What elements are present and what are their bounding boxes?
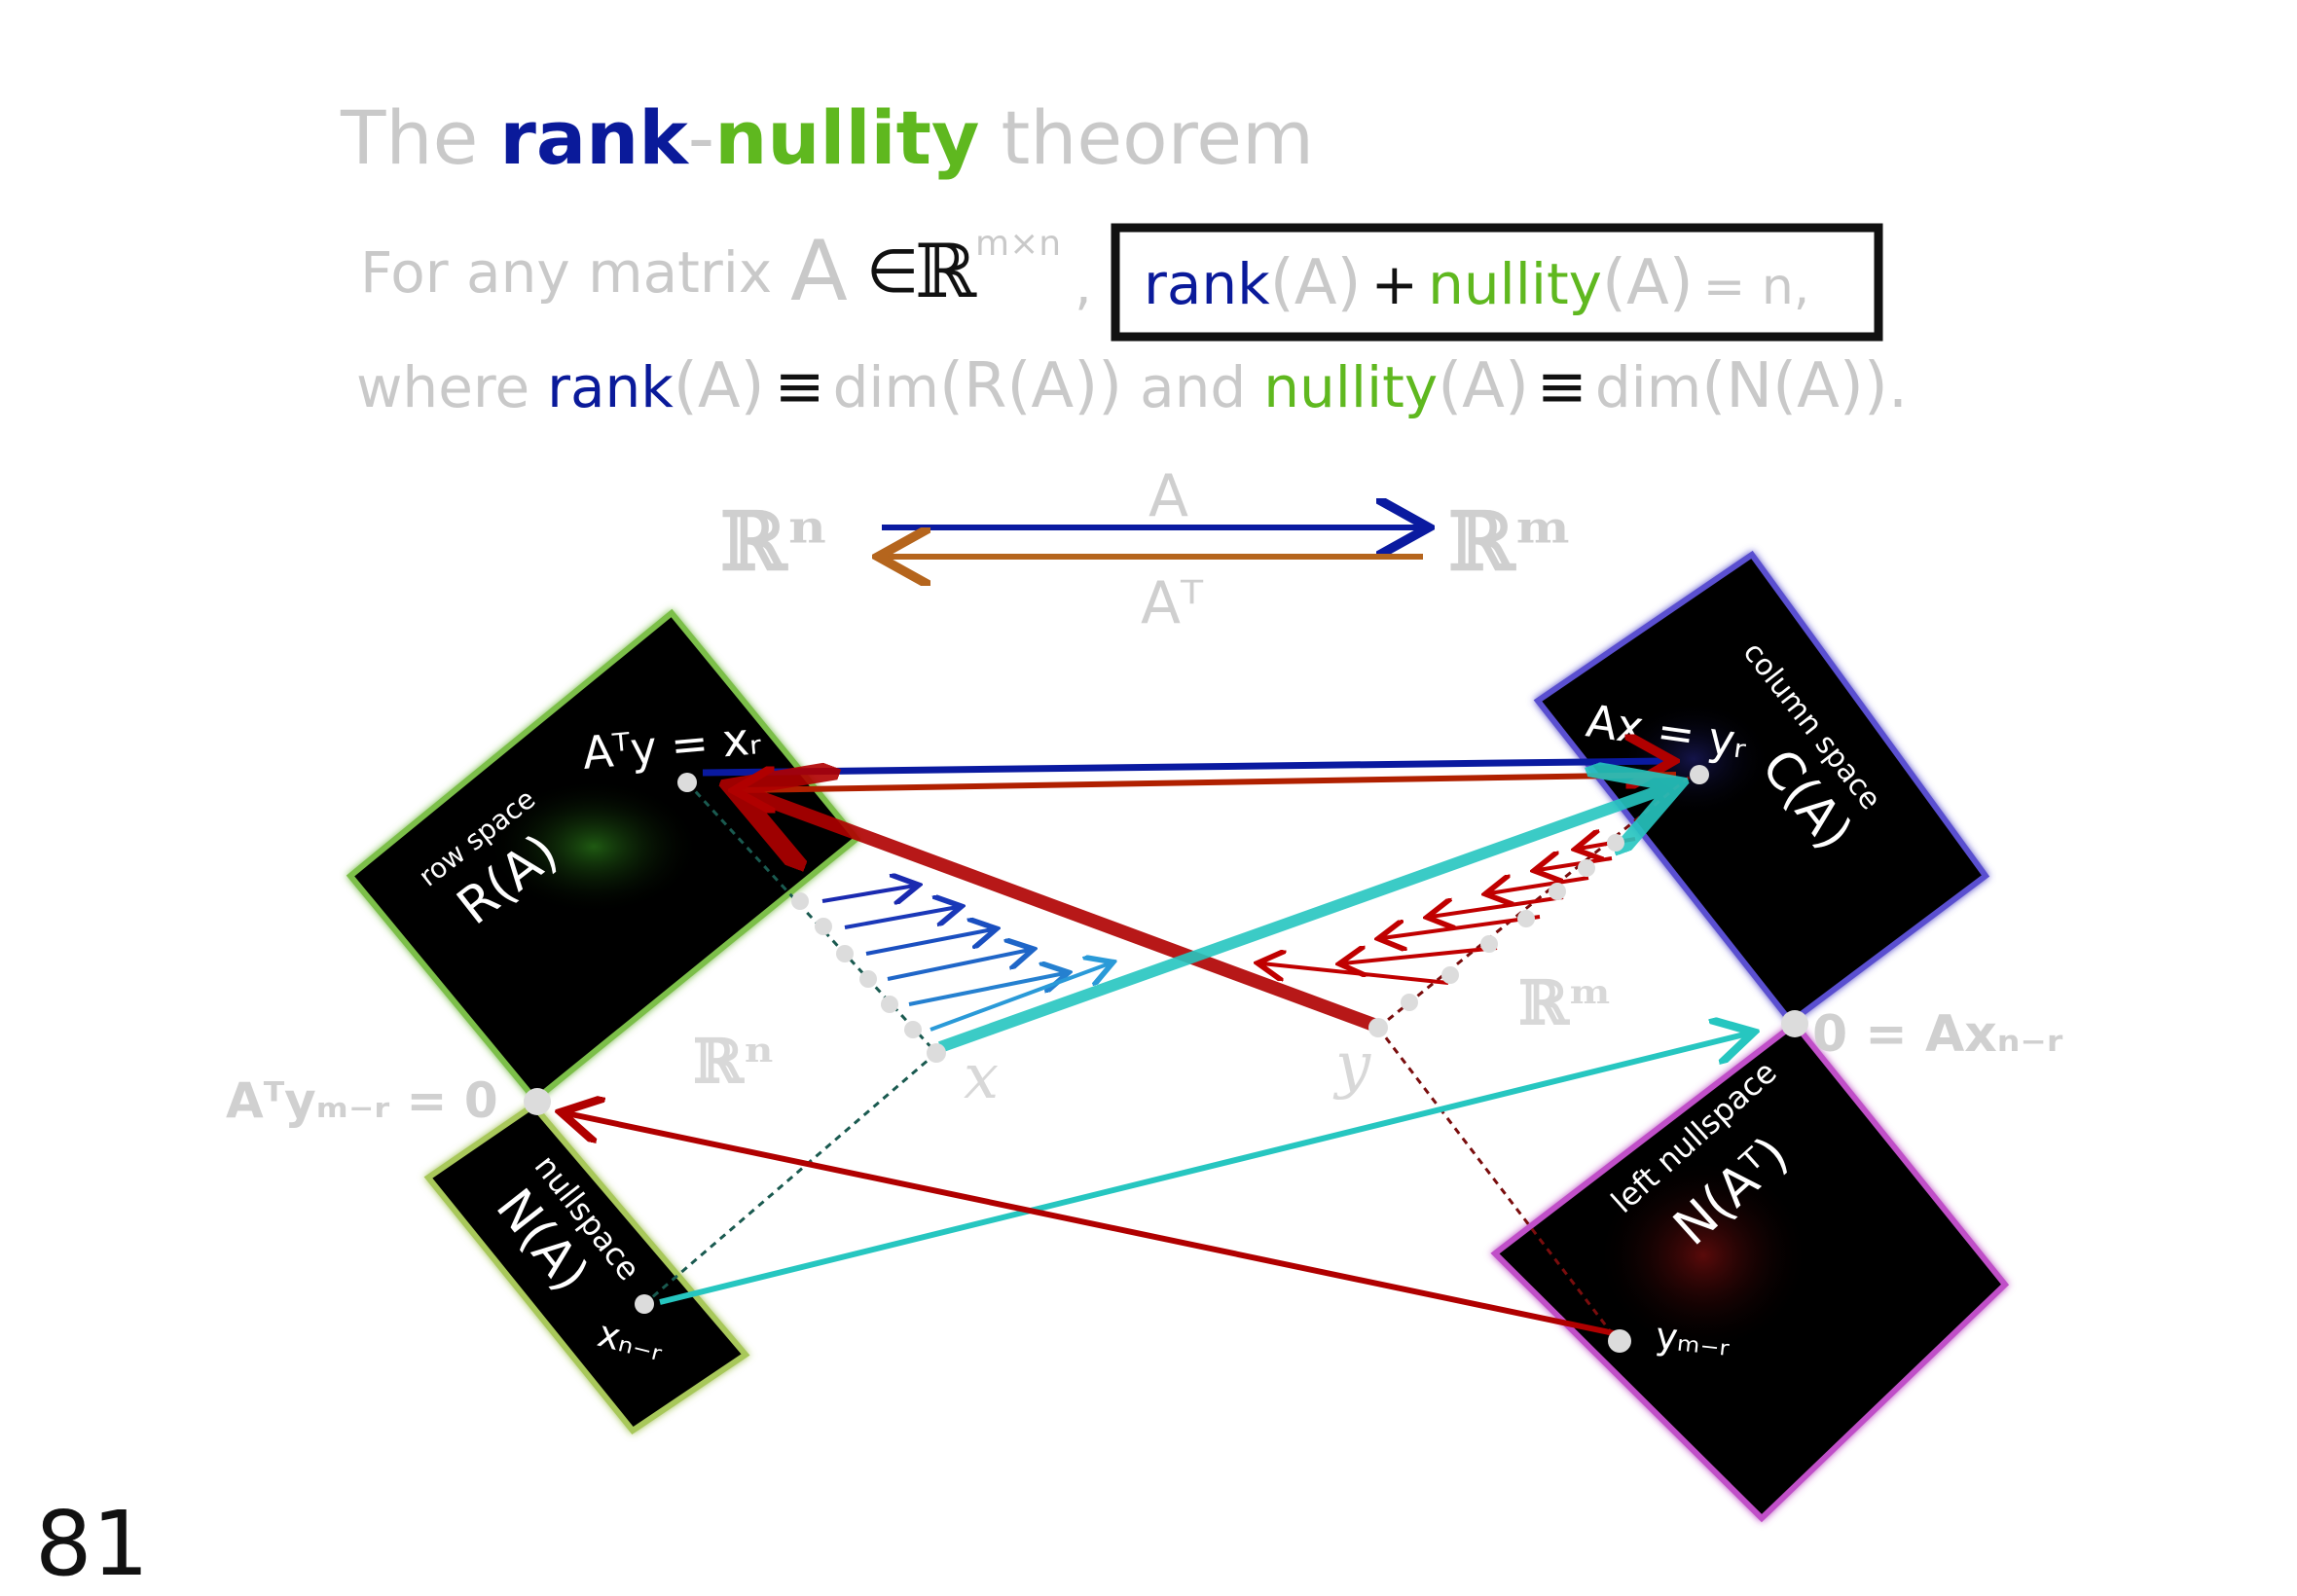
point-dot-icon [927, 1043, 946, 1063]
left-zero-label: Aᵀyₘ₋ᵣ = 0 [226, 1072, 498, 1129]
column-projection-fan [1261, 839, 1636, 985]
backward-map-label: Aᵀ [1141, 569, 1204, 637]
page-number: 81 [35, 1492, 149, 1596]
point-dot-icon [635, 1294, 654, 1314]
left-nullspace-panel: left nullspace N(Aᵀ) yₘ₋ᵣ [1490, 1019, 2010, 1523]
point-dot-icon [1368, 1018, 1388, 1037]
right-zero-label: 0 = Axₙ₋ᵣ [1812, 1005, 2063, 1064]
domain-space-label: ℝⁿ [720, 495, 828, 589]
main-arrows [566, 761, 1748, 1336]
row-projection-fan [821, 886, 1110, 1032]
point-dot-icon [1781, 1010, 1808, 1037]
nullspace-panel: nullspace N(A) xₙ₋ᵣ [423, 1101, 750, 1435]
x-label: x [964, 1041, 999, 1113]
arrow-yr-to-xr [740, 775, 1677, 790]
arrow-y-to-xr-bold [746, 792, 1379, 1033]
statement-matrix: A [790, 223, 848, 320]
point-dot-icon [1690, 765, 1709, 784]
arrow-xnr-to-zero [659, 1034, 1748, 1305]
points [524, 765, 1808, 1353]
arrow-x-to-yr-bold [937, 788, 1666, 1053]
statement-space: ℝ [915, 228, 977, 314]
left-nullspace-point-label: yₘ₋ᵣ [1654, 1314, 1732, 1364]
row-space-panel: row space R(A) Aᵀy = xᵣ [346, 608, 861, 1105]
statement-dims: m×n [975, 224, 1061, 264]
arrow-xr-to-yr [702, 761, 1666, 773]
rn-label: ℝⁿ [693, 1026, 775, 1097]
svg-text:rank(A)+nullity(A)= n,: rank(A)+nullity(A)= n, [1144, 247, 1809, 319]
arrow-ymr-to-zero [566, 1113, 1615, 1336]
point-dot-icon [677, 773, 697, 792]
y-label: y [1332, 1030, 1371, 1102]
point-dot-icon [1608, 1329, 1631, 1353]
codomain-space-label: ℝᵐ [1448, 495, 1573, 589]
statement-lead: For any matrix [360, 239, 772, 306]
statement-in: ∈ [866, 236, 919, 307]
boxed-formula: rank(A)+nullity(A)= n, [1111, 223, 1883, 342]
column-space-panel: column space C(A) Ax = yᵣ [1533, 550, 1990, 1027]
forward-map-label: A [1148, 462, 1188, 530]
statement-comma: , [1075, 254, 1092, 317]
point-dot-icon [524, 1088, 551, 1115]
rm-label: ℝᵐ [1518, 967, 1613, 1038]
